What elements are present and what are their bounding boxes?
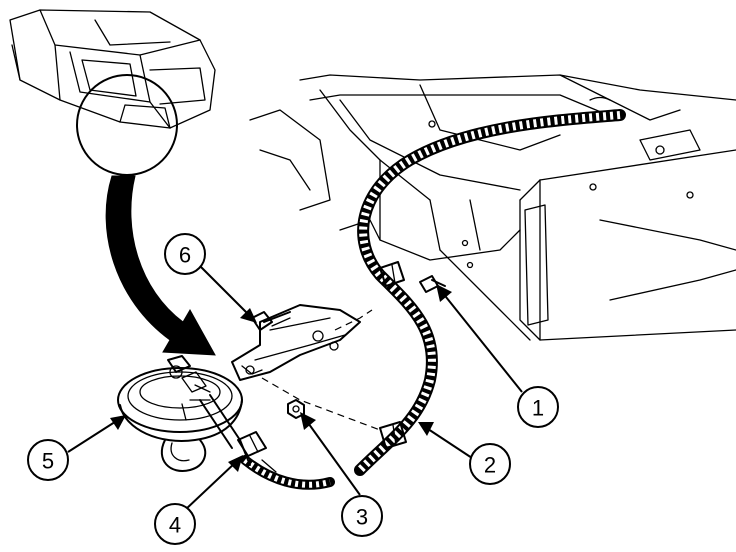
horn-mounting-bracket [231, 304, 361, 381]
callout-2-label: 2 [484, 453, 496, 478]
harness-clip-lower [379, 421, 407, 449]
horn-assembly [117, 355, 243, 472]
horn-electrical-connector [237, 431, 277, 473]
leader-line-5 [67, 415, 126, 453]
detail-pointer-arrow [105, 175, 216, 356]
detail-magnifier-circle [76, 74, 178, 176]
horn-pigtail-harness [199, 394, 335, 490]
vehicle-locator-sketch [9, 9, 216, 129]
callout-3: 3 [341, 495, 383, 537]
callout-3-label: 3 [356, 505, 368, 530]
callout-5: 5 [27, 439, 69, 481]
wiring-harness-conduit [354, 109, 626, 476]
harness-clip-upper [379, 261, 405, 287]
alignment-line-nut [261, 377, 381, 431]
callout-2: 2 [469, 443, 511, 485]
leader-line-6 [195, 261, 257, 323]
leader-line-1 [436, 284, 523, 393]
bracket-bolt [251, 311, 291, 331]
radiator-support-structure [249, 74, 736, 341]
callout-4: 4 [154, 503, 196, 545]
callout-4-label: 4 [169, 513, 181, 538]
leader-line-3 [300, 412, 361, 496]
leader-line-4 [184, 455, 243, 511]
leader-line-2 [418, 422, 473, 459]
callout-1-label: 1 [532, 396, 544, 421]
callout-1: 1 [517, 386, 559, 428]
callout-6: 6 [164, 233, 206, 275]
callout-5-label: 5 [42, 449, 54, 474]
callout-6-label: 6 [179, 243, 191, 268]
alignment-line-bolt [334, 309, 373, 331]
